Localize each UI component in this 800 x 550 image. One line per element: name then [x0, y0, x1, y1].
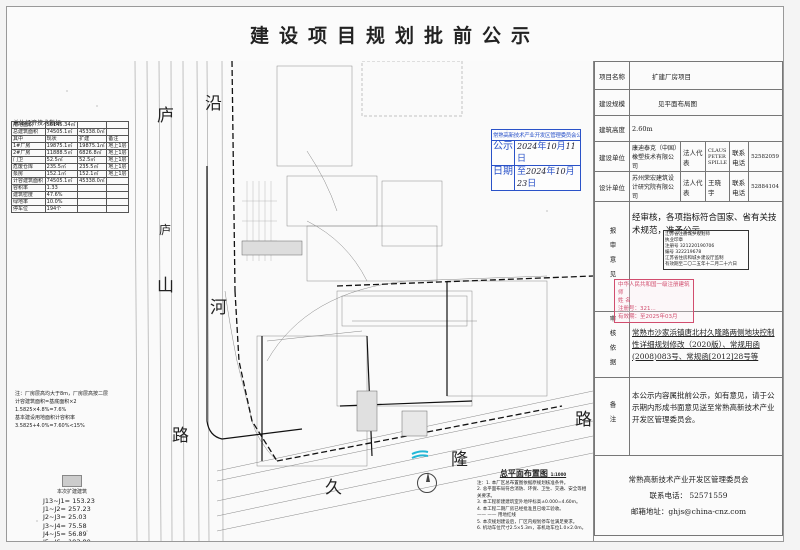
project-info-table: 项目名称 扩建厂房项目 建设规模 见平面布局图 建筑高度 2.60m 建设单位 … — [594, 61, 783, 536]
row-builder: 建设单位 康迪泰克（中国）橡塑技术有限公司 法人代表 CLAUS PETER S… — [594, 141, 783, 172]
row-project-name: 项目名称 扩建厂房项目 — [594, 61, 783, 90]
road-label-long: 隆 — [451, 450, 468, 470]
road-label-shan: 山 — [157, 276, 174, 296]
road-label-lu-east: 路 — [575, 410, 592, 430]
notice-sheet: 建设项目规划批前公示 — [6, 6, 784, 542]
row-footer: 常熟高新技术产业开发区管理委员会 联系电话： 52571559 邮箱地址：ghj… — [594, 455, 783, 536]
period-to: 至2024年10月23日 — [517, 167, 575, 189]
table-row: 其中现状扩建备注 — [11, 135, 129, 143]
calc-notes: 注：厂房层高均大于8m，厂房层高按二层 计容建筑面积=基底面积×2 1.5825… — [15, 391, 109, 429]
road-label-lu: 庐 — [157, 106, 174, 126]
footer-org: 常熟高新技术产业开发区管理委员会 — [628, 474, 749, 484]
row-remark: 备注 本公示内容属批前公示，如有意见，请于公示期内形成书面意见送至常熟高新技术产… — [594, 377, 783, 456]
review-opinion: 经审核，各项指标符合国家、省有关技术规范，准予公示。 — [632, 213, 777, 236]
footer-email: 邮箱地址：ghjs@china-cnz.com — [630, 506, 747, 516]
road-label-he: 河 — [210, 298, 227, 318]
row-height: 建筑高度 2.60m — [594, 115, 783, 142]
title-band: 建设项目规划批前公示 — [7, 7, 783, 62]
review-basis: 常熟市沙家浜镇唐北村久隆路两侧地块控制性详细规划修改（2020版）、常规用函(2… — [632, 327, 775, 361]
row-designer: 设计单位 苏州荣宏建筑设计研究院有限公司 法人代表 王晓宇 联系电话 52884… — [594, 171, 783, 202]
road-label-jiu: 久 — [325, 478, 342, 498]
layout-notes: 总平面布置图 1:1000 注：1. 本厂区总布置图依据原规划核准条件。 2. … — [477, 469, 587, 532]
road-label-lu-road: 路 — [172, 426, 189, 446]
project-info-panel: 项目名称 扩建厂房项目 建设规模 见平面布局图 建筑高度 2.60m 建设单位 … — [594, 61, 783, 541]
remark-text: 本公示内容属批前公示，如有意见，请于公示期内形成书面意见送至常熟高新技术产业开发… — [632, 391, 775, 424]
road-label-lu-small: 庐 — [159, 223, 172, 237]
stamp-header: 常熟高新技术产业开发区管理委员会公示专用章 — [492, 130, 580, 141]
site-plan-svg — [36, 61, 593, 541]
legend-label: 本次扩建建筑 — [57, 489, 88, 495]
row-scale: 建设规模 见平面布局图 — [594, 89, 783, 116]
legend-swatch — [62, 475, 82, 487]
period-from: 2024年10月11日 — [517, 142, 576, 164]
planner-seal: 江苏省注册城乡规划师 执业印章 注册号 321220190706 编号 3222… — [663, 230, 749, 270]
publicity-period-stamp: 常熟高新技术产业开发区管理委员会公示专用章 公示 2024年10月11日 日期 … — [491, 129, 581, 191]
architect-seal: 中华人民共和国一级注册建筑师 姓 名 注册号：321... 有效期：至2025年… — [614, 279, 694, 323]
page-title: 建设项目规划批前公示 — [249, 24, 540, 47]
footer-phone: 联系电话： 52571559 — [649, 490, 728, 500]
row-review: 报审意见 经审核，各项指标符合国家、省有关技术规范，准予公示。 — [594, 201, 783, 312]
boundary-dimensions: J13~J1= 153.23 J1~J2= 257.23 J2~J3= 25.0… — [43, 497, 95, 541]
road-label-yan: 沿 — [205, 94, 222, 114]
north-arrow-icon — [417, 472, 437, 493]
